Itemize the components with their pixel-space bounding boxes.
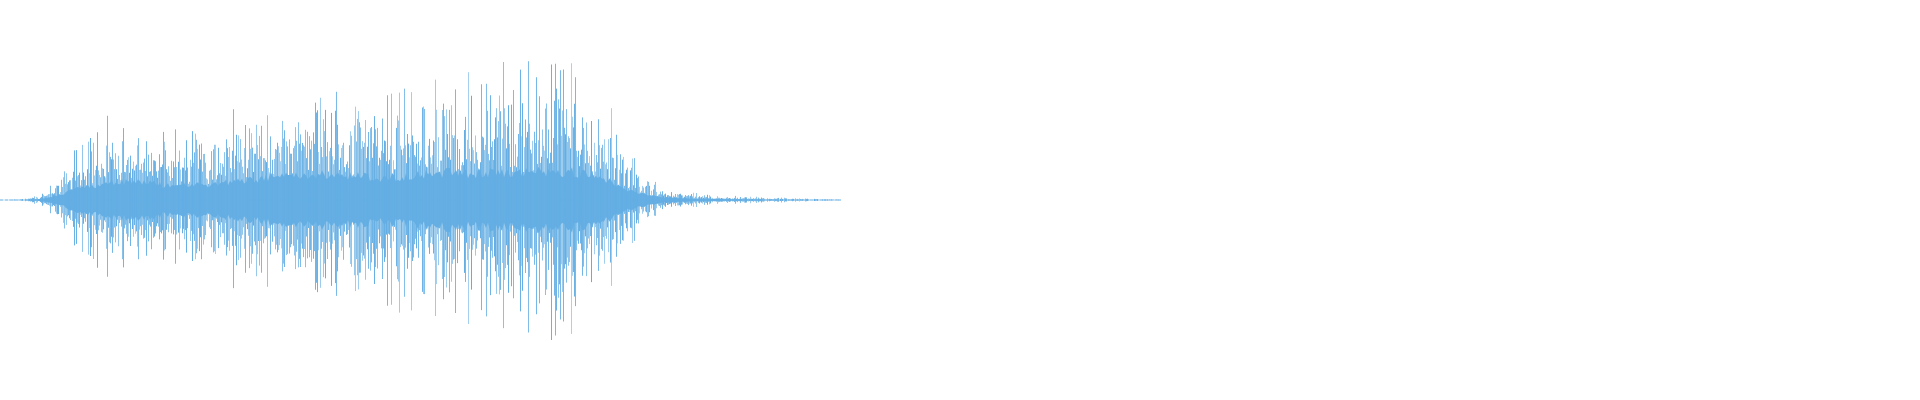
waveform-peaks [0,61,841,340]
waveform-rms-fill [2,166,840,234]
waveform-body [2,166,840,234]
